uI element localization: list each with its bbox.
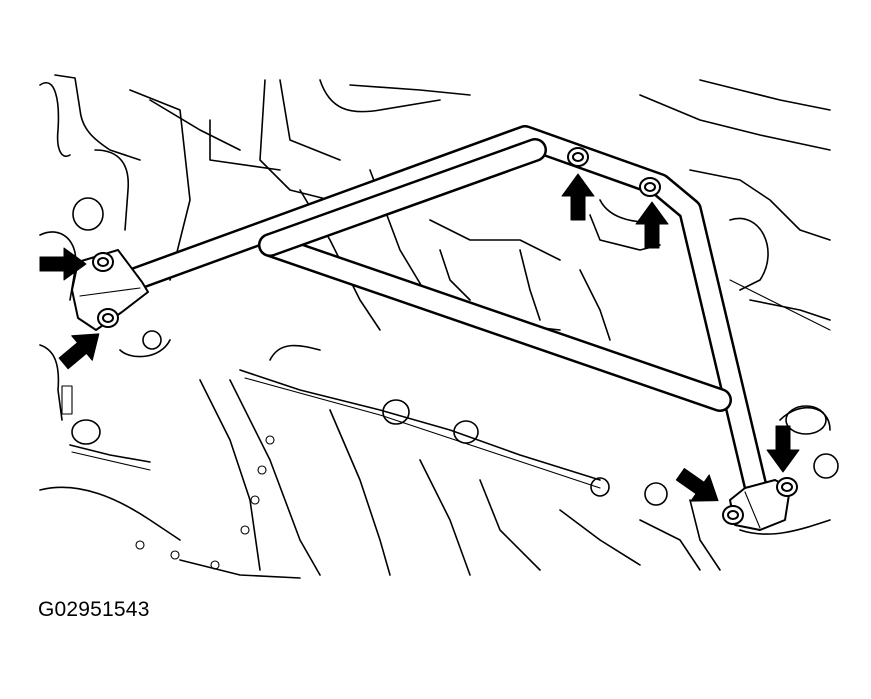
arrow-left-upper-bolt-icon — [39, 247, 87, 281]
left-mounting-bracket — [71, 249, 149, 331]
bolts — [92, 147, 798, 525]
left-upper-bolt — [92, 252, 114, 272]
right-upper-bolt — [776, 477, 798, 497]
top-bolt-2 — [639, 177, 661, 197]
left-lower-bolt — [97, 308, 119, 328]
figure-code: G02951543 — [38, 598, 150, 621]
brace-assembly — [93, 125, 772, 517]
arrow-left-lower-bolt-icon — [58, 333, 100, 370]
callout-arrows — [39, 173, 800, 502]
arrow-top-bolt-1-icon — [561, 173, 595, 221]
arrow-right-lower-bolt-icon — [675, 468, 719, 502]
right-lower-bolt — [722, 505, 744, 525]
arrow-right-upper-bolt-icon — [766, 425, 800, 473]
top-bolt-1 — [567, 147, 589, 167]
arrow-top-bolt-2-icon — [635, 201, 669, 249]
